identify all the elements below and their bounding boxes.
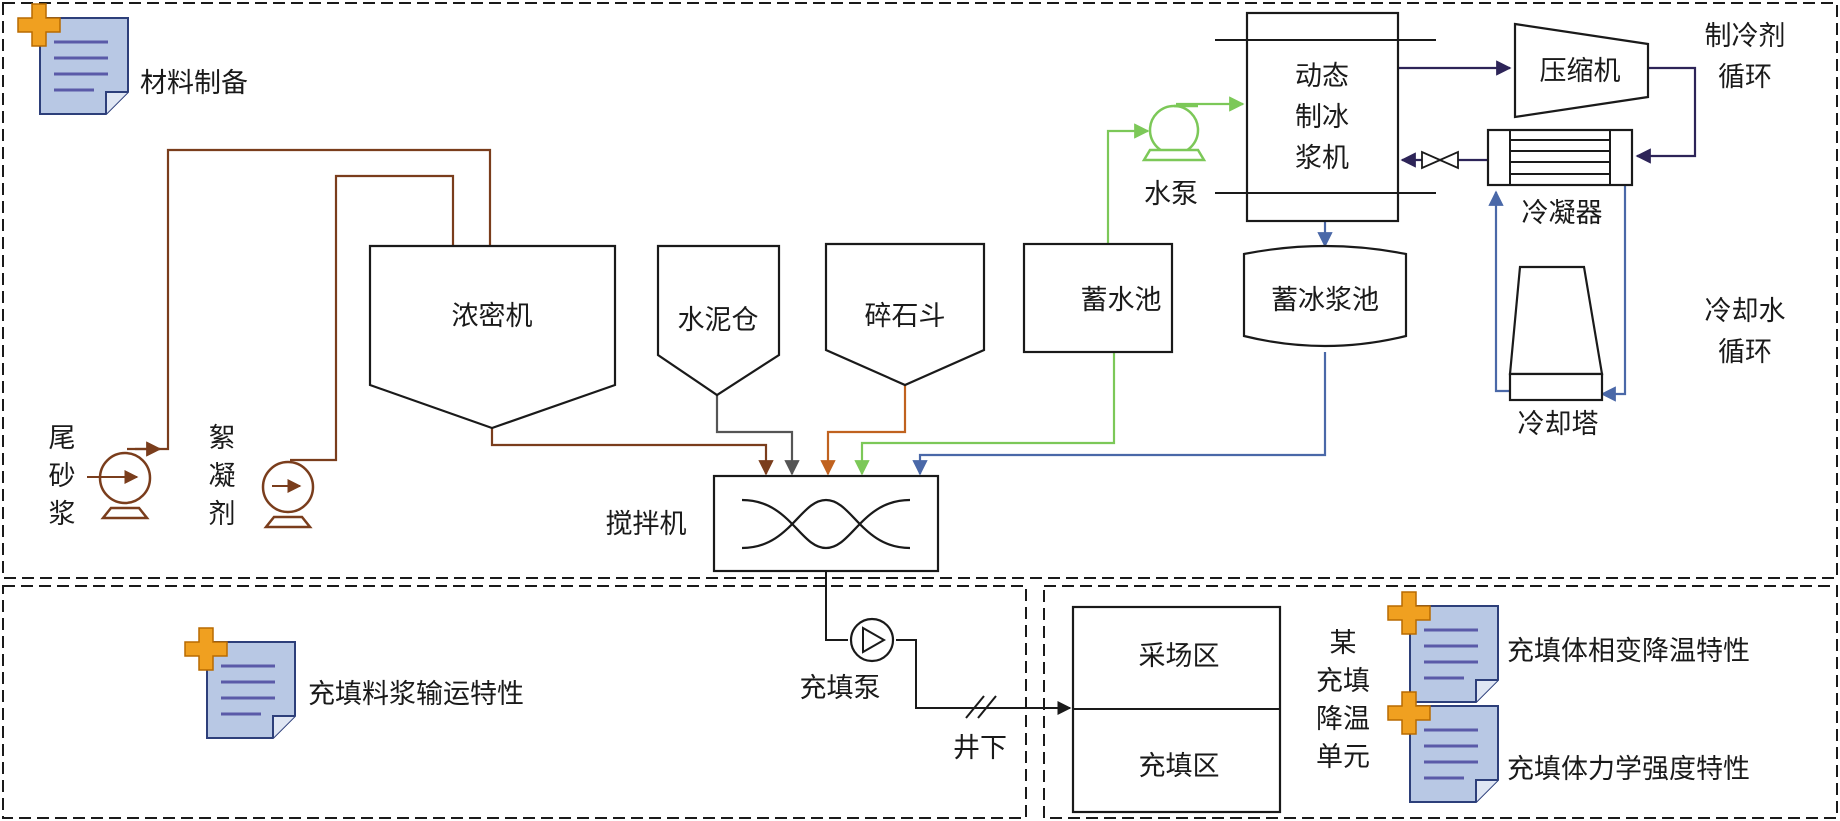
tailings-label-1: 尾 — [49, 423, 76, 454]
mining-zone-label: 采场区 — [1139, 641, 1220, 672]
cooling-unit-label-1: 某 — [1330, 628, 1357, 659]
flocculant-pump-icon — [261, 460, 315, 529]
ice-machine-shape — [1245, 11, 1400, 223]
cooling-tower-label: 冷却塔 — [1518, 409, 1599, 440]
reservoir-to-mixer-line — [854, 352, 1116, 476]
cooling-unit-label-3: 降温 — [1316, 704, 1370, 735]
gravel-to-mixer-line — [820, 385, 907, 476]
compressor-to-condenser-line — [1635, 66, 1697, 164]
compressor-shape — [1513, 22, 1650, 119]
fill-pump-icon — [849, 617, 895, 663]
refrigerant-loop-label-1: 制冷剂 — [1705, 21, 1786, 52]
tailings-label-2: 砂 — [49, 461, 76, 492]
mixer-shape — [712, 474, 940, 573]
pump-to-underground-line — [896, 639, 1072, 715]
cooling-water-loop-label-1: 冷却水 — [1705, 296, 1786, 327]
flocculant-label-1: 絮 — [209, 423, 236, 454]
mixer-label: 搅拌机 — [606, 509, 687, 540]
transport-label: 充填料浆输运特性 — [308, 679, 524, 710]
thickener-label: 浓密机 — [452, 301, 533, 332]
cement-to-mixer-line — [715, 395, 800, 476]
mixer-to-pump-line — [825, 571, 848, 641]
tailings-pump-icon — [98, 451, 152, 520]
transport-region — [2, 585, 1027, 819]
gravel-hopper-label: 碎石斗 — [865, 301, 946, 332]
underground-label: 井下 — [953, 733, 1007, 764]
reservoir-shape — [1022, 242, 1174, 354]
fill-pump-label: 充填泵 — [800, 673, 881, 704]
material-prep-label: 材料制备 — [140, 68, 248, 99]
transport-doc-icon — [183, 626, 297, 740]
cooling-unit-label-2: 充填 — [1316, 666, 1370, 697]
strength-label: 充填体力学强度特性 — [1507, 754, 1750, 785]
gravel-hopper-shape — [824, 242, 986, 387]
condenser-label: 冷凝器 — [1522, 198, 1603, 229]
water-pump-icon — [1141, 104, 1207, 162]
compressor-label: 压缩机 — [1540, 56, 1621, 87]
fill-zone-label: 充填区 — [1139, 751, 1220, 782]
underground-break-mark-2 — [977, 695, 997, 719]
cement-silo-label: 水泥仓 — [678, 305, 759, 336]
reservoir-to-pump-line — [1106, 123, 1150, 244]
strength-doc-icon — [1386, 690, 1500, 804]
refrigerant-loop-label-2: 循环 — [1718, 62, 1772, 93]
thickener-shape — [368, 244, 617, 430]
flocculant-label-2: 凝 — [209, 461, 236, 492]
ice-pool-shape — [1242, 244, 1408, 348]
phase-change-doc-icon — [1386, 590, 1500, 704]
flocculant-label-3: 剂 — [209, 499, 236, 530]
tailings-label-3: 浆 — [49, 499, 76, 530]
cement-silo-shape — [656, 244, 781, 397]
ice-pool-to-mixer-line — [912, 352, 1327, 476]
cooling-water-loop-label-2: 循环 — [1718, 337, 1772, 368]
cooling-region — [1043, 585, 1838, 819]
condenser-to-tower-line — [1600, 186, 1627, 402]
mixer-blade-icon — [741, 498, 911, 550]
tower-to-condenser-line — [1488, 190, 1510, 393]
cooling-unit-label-4: 单元 — [1316, 742, 1370, 773]
water-pump-label: 水泵 — [1144, 179, 1198, 210]
cooling-tower-shape — [1508, 265, 1604, 376]
phase-change-label: 充填体相变降温特性 — [1507, 636, 1750, 667]
underground-break-mark-1 — [965, 695, 985, 719]
expansion-valve-icon — [1421, 150, 1459, 170]
ice-machine-label-1: 动态 — [1295, 61, 1349, 92]
flocculant-line — [290, 174, 455, 462]
ice-machine-label-2: 制冰 — [1295, 102, 1349, 133]
material-prep-doc-icon — [16, 2, 130, 116]
reservoir-label: 蓄水池 — [1081, 285, 1162, 316]
ice-pool-label: 蓄冰浆池 — [1271, 285, 1379, 316]
thickener-to-mixer-line — [490, 428, 774, 476]
ice-machine-label-3: 浆机 — [1295, 143, 1349, 174]
